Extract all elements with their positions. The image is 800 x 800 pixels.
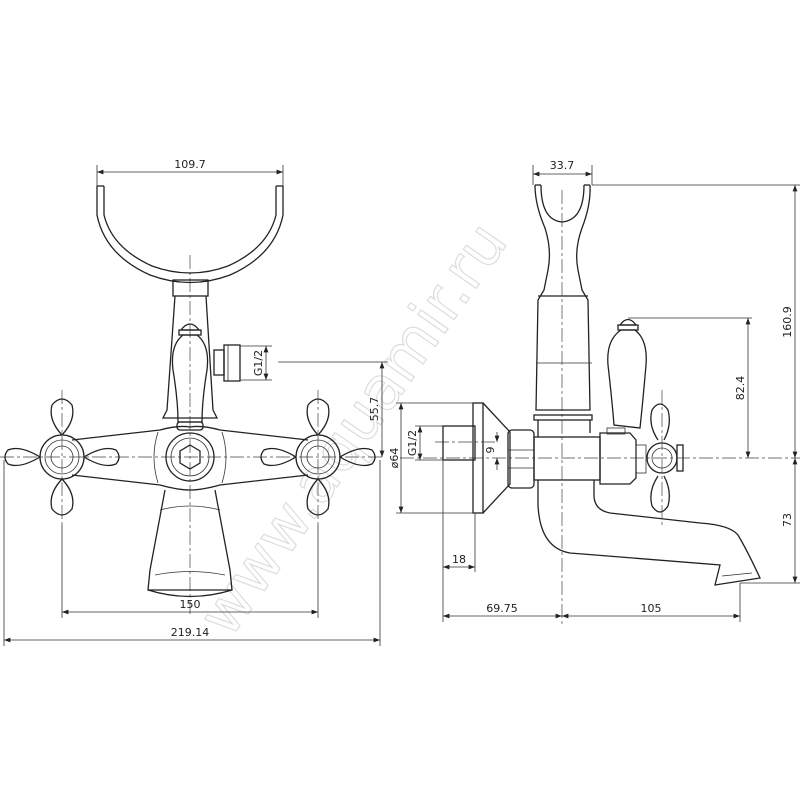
dim-lever-height: 82.4: [734, 376, 747, 401]
watermark: www.aquamir.ru: [185, 210, 521, 649]
lever-handle-side: [607, 318, 647, 429]
dim-offset: 9: [484, 447, 497, 454]
shower-cradle: [96, 185, 284, 297]
handshower-column: [533, 184, 593, 437]
dim-total-height: 160.9: [781, 306, 794, 338]
dim-spout-drop: 73: [781, 513, 794, 527]
dim-handle-spacing: 150: [180, 598, 201, 611]
bath-spout: [537, 480, 761, 586]
dim-wall-to-center: 69.75: [486, 602, 518, 615]
front-view: 109.7 G1/2 55.7 150 219.14: [0, 158, 388, 646]
lever-handle: [171, 323, 209, 431]
side-view: 33.7 160.9 82.4 73 ø64 G1/2 9 18 69.75 1…: [388, 159, 800, 625]
spout-base: [147, 489, 233, 598]
cross-handle-side: [646, 390, 684, 525]
dim-outlet-height: 55.7: [368, 397, 381, 422]
cross-handle-right: [260, 398, 376, 516]
outlet-g12: [213, 344, 241, 382]
dim-flange-diameter: ø64: [388, 448, 401, 469]
dim-thread-length: 18: [452, 553, 466, 566]
wall-flange: [442, 402, 535, 514]
dim-inlet-thread: G1/2: [406, 430, 419, 456]
dim-spout-reach: 105: [641, 602, 662, 615]
cross-handle-left: [4, 398, 120, 516]
dim-outlet-thread: G1/2: [252, 350, 265, 376]
dim-cradle-depth: 33.7: [550, 159, 575, 172]
dim-cradle-width: 109.7: [174, 158, 206, 171]
dim-overall-width: 219.14: [171, 626, 210, 639]
